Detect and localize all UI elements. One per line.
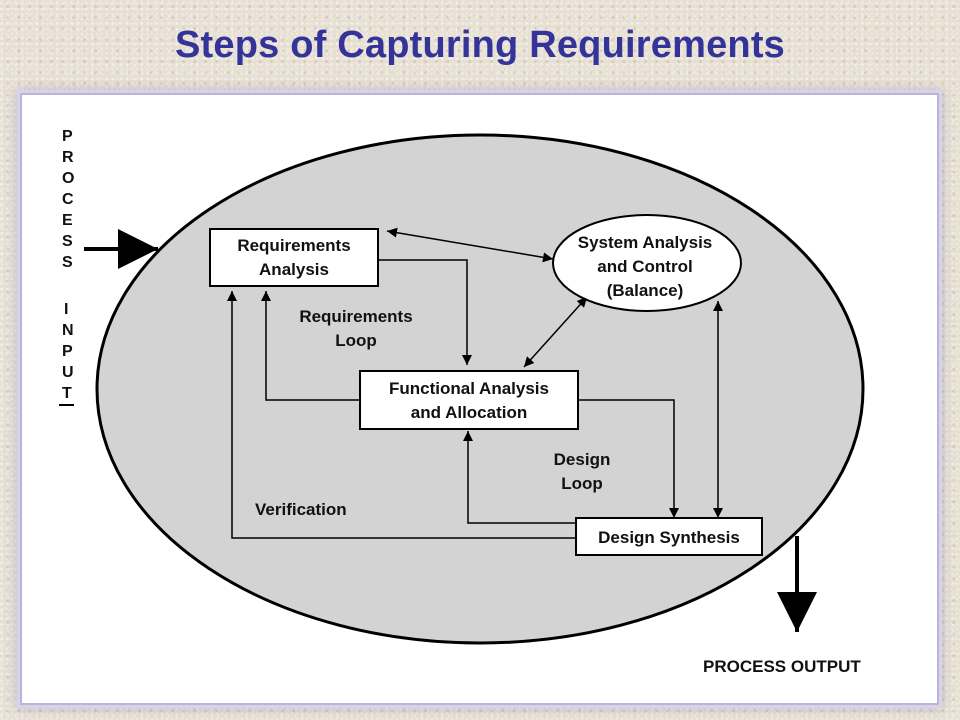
fa-sac-arrow xyxy=(523,296,588,368)
process-diagram: P R O C E S S I N P U T Requ xyxy=(59,128,865,676)
design-loop-label: Design Loop xyxy=(554,450,611,493)
process-input-label: P R O C E S S I N P U T xyxy=(59,128,74,406)
requirements-loop-arrow xyxy=(261,291,360,401)
ra-to-fa-arrow xyxy=(378,259,472,365)
input-letter: U xyxy=(62,364,74,381)
input-letter: I xyxy=(64,301,68,318)
process-output-label: PROCESS OUTPUT xyxy=(703,657,861,676)
svg-text:Design: Design xyxy=(554,450,611,469)
node-label: Analysis xyxy=(259,260,329,279)
node-label: System Analysis xyxy=(578,233,713,252)
fa-to-ds-arrow xyxy=(578,399,679,518)
design-synthesis-node: Design Synthesis xyxy=(575,517,763,556)
verification-arrow xyxy=(227,291,576,539)
diagram-panel: P R O C E S S I N P U T Requ xyxy=(22,95,937,703)
system-analysis-node: System Analysis and Control (Balance) xyxy=(552,214,742,312)
svg-text:Requirements: Requirements xyxy=(299,307,412,326)
node-label: Functional Analysis xyxy=(389,379,549,398)
functional-analysis-node: Functional Analysis and Allocation xyxy=(359,370,579,430)
node-label: and Control xyxy=(597,257,692,276)
process-letter: C xyxy=(62,191,74,208)
input-letter: P xyxy=(62,343,73,360)
requirements-loop-label: Requirements Loop xyxy=(299,307,412,350)
svg-text:Loop: Loop xyxy=(335,331,377,350)
input-letter: T xyxy=(62,385,72,402)
node-label: Requirements xyxy=(237,236,350,255)
requirements-analysis-node: Requirements Analysis xyxy=(209,228,379,287)
process-letter: O xyxy=(62,170,74,187)
node-label: and Allocation xyxy=(411,403,528,422)
process-letter: E xyxy=(62,212,73,229)
verification-label: Verification xyxy=(255,500,347,519)
input-letter: N xyxy=(62,322,74,339)
node-label: (Balance) xyxy=(607,281,684,300)
process-letter: S xyxy=(62,233,73,250)
process-letter: S xyxy=(62,254,73,271)
design-loop-arrow xyxy=(463,431,576,524)
page-title: Steps of Capturing Requirements xyxy=(174,24,786,66)
node-label: Design Synthesis xyxy=(598,528,740,547)
svg-text:Loop: Loop xyxy=(561,474,603,493)
ra-sac-arrow xyxy=(386,227,554,263)
process-letter: R xyxy=(62,149,74,166)
process-letter: P xyxy=(62,128,73,145)
